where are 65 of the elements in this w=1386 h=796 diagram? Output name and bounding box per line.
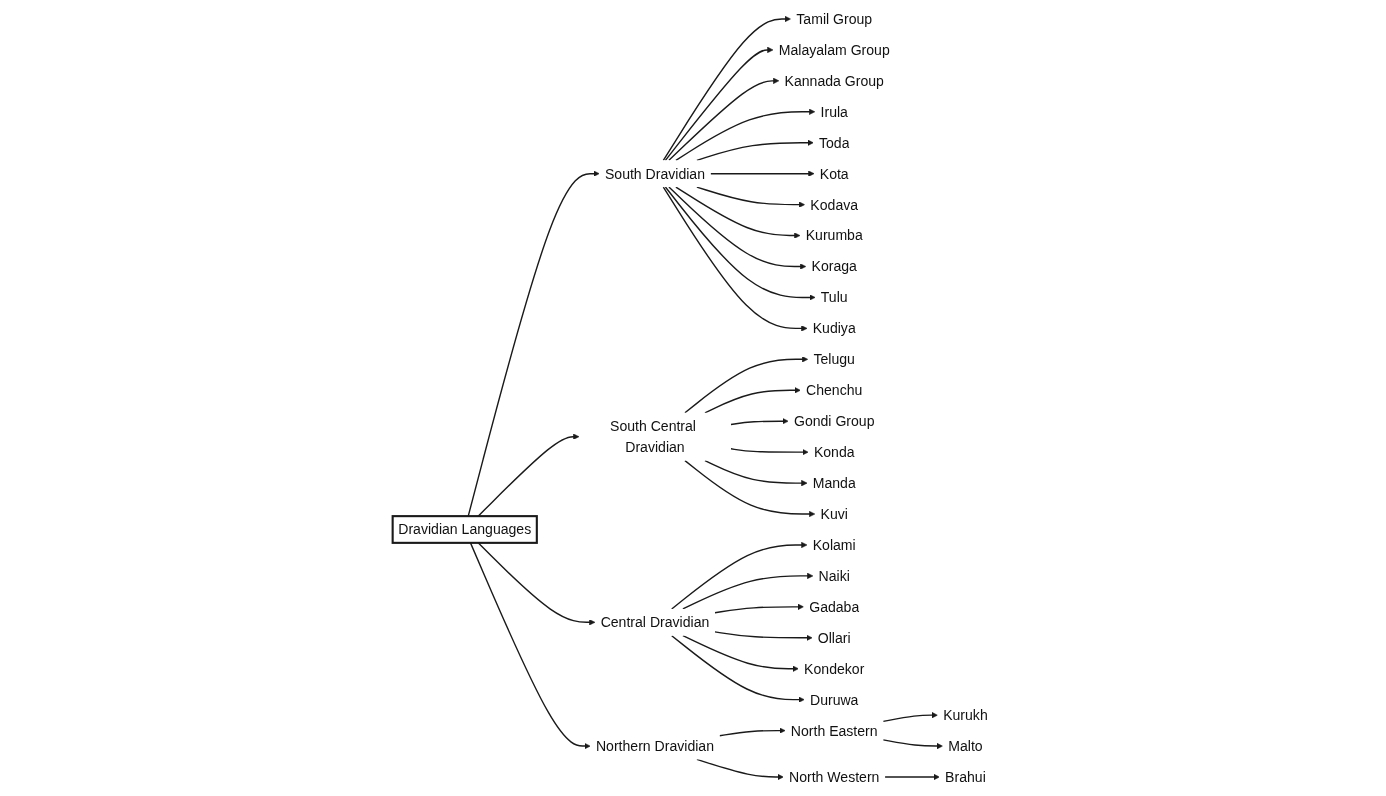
- arrow: [882, 739, 943, 750]
- arrow: [730, 448, 809, 456]
- arrow: [684, 356, 809, 414]
- arrow: [696, 139, 814, 162]
- node-text: Toda: [818, 135, 850, 151]
- node-text: Kuvi: [820, 506, 848, 522]
- node-text: Manda: [812, 475, 856, 491]
- arrow: [675, 186, 801, 239]
- arrow: [730, 418, 789, 426]
- node-text: Northern Dravidian: [595, 738, 714, 754]
- arrow: [696, 758, 784, 781]
- node-text: South Central Dravidian: [610, 418, 696, 455]
- arrow: [714, 631, 813, 641]
- arrow: [664, 186, 816, 301]
- node-text: Koraga: [811, 258, 857, 275]
- node-text: Brahui: [945, 769, 986, 785]
- node-text: Naiki: [818, 568, 850, 584]
- node-text: North Western: [789, 769, 880, 785]
- node-text: Kurukh: [943, 707, 988, 723]
- node-text: Kondekor: [804, 660, 865, 677]
- arrow: [696, 186, 805, 208]
- arrow: [668, 77, 780, 162]
- arrow: [682, 572, 814, 610]
- node-text: Tulu: [820, 289, 848, 306]
- arrow: [662, 186, 808, 332]
- node-text: North Eastern: [790, 722, 878, 739]
- node-text: Irula: [820, 104, 848, 120]
- node-text: Malayalam Group: [778, 42, 890, 58]
- arrow: [469, 542, 591, 750]
- arrow: [718, 727, 786, 737]
- arrow: [662, 15, 791, 162]
- arrow: [704, 387, 801, 414]
- node-text: Kodava: [810, 196, 859, 213]
- node-text: Duruwa: [809, 691, 859, 708]
- node-text: Chenchu: [806, 382, 863, 398]
- arrow: [704, 459, 808, 487]
- node-text: Telugu: [813, 351, 855, 368]
- arrow: [668, 186, 807, 270]
- node-text: Malto: [948, 738, 983, 754]
- arrow: [664, 46, 774, 162]
- node-text: Tamil Group: [796, 11, 873, 27]
- node-box: Dravidian Languages: [391, 515, 538, 544]
- arrow: [714, 603, 804, 614]
- arrow: [671, 541, 808, 610]
- node-text: Central Dravidian: [600, 614, 710, 631]
- arrow: [684, 459, 816, 518]
- arrow: [884, 773, 940, 781]
- arrow: [477, 433, 580, 517]
- arrow: [671, 634, 805, 703]
- arrow: [675, 108, 816, 162]
- node-text: Kannada Group: [784, 73, 884, 89]
- arrow: [709, 170, 815, 177]
- node-text: Kudiya: [812, 320, 856, 337]
- node-text: Gadaba: [809, 599, 860, 615]
- node-text: Ollari: [817, 630, 851, 646]
- node-text: Kurumba: [805, 227, 863, 244]
- arrow: [682, 634, 799, 672]
- arrow: [882, 712, 938, 723]
- node-text: South Dravidian: [604, 165, 705, 182]
- arrow: [467, 170, 600, 517]
- node-text: Konda: [813, 444, 855, 460]
- node-text: Kota: [819, 165, 849, 182]
- node-text: Gondi Group: [793, 413, 875, 429]
- node-text: Kolami: [812, 537, 856, 553]
- arrow: [477, 542, 596, 626]
